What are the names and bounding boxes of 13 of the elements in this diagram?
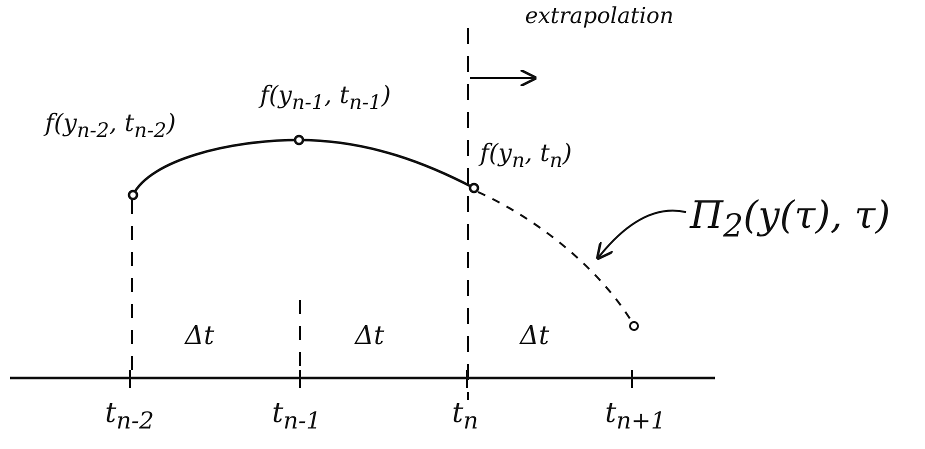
axis-label: t$_{n-2}$ — [105, 398, 154, 434]
axis-label: t$_{n}$ — [452, 398, 478, 434]
leader-arrow — [596, 210, 686, 260]
point-label: f(y$_{n}$, t$_{n}$) — [480, 140, 572, 171]
curve-label: Π$_{2}$(y(τ), τ) — [690, 195, 890, 244]
axis-label: t$_{n+1}$ — [605, 398, 666, 434]
interval-label: Δt — [520, 322, 550, 351]
interval-label: Δt — [355, 322, 384, 351]
axis-label: t$_{n-1}$ — [272, 398, 322, 434]
interval-label: Δt — [185, 322, 214, 351]
annotation-text: extrapolation — [525, 5, 674, 30]
point-label: f(y$_{n-2}$, t$_{n-2}$) — [45, 110, 176, 141]
point-label: f(y$_{n-1}$, t$_{n-1}$) — [260, 82, 391, 113]
